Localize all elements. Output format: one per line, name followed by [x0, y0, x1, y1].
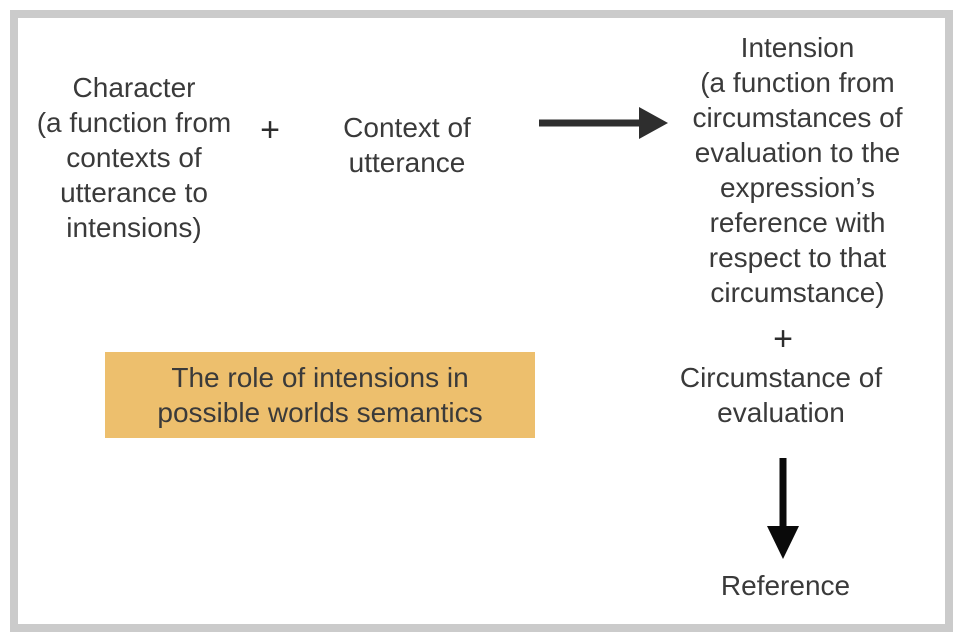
plus-operator-top: + [260, 111, 280, 149]
caption-box: The role of intensions in possible world… [105, 352, 535, 438]
reference-node: Reference [720, 570, 851, 601]
right-arrow-icon [539, 107, 668, 139]
diagram-border-frame [10, 10, 953, 632]
intension-node: Intension (a function from circumstances… [692, 32, 903, 308]
context-of-utterance-node: Context of utterance [343, 112, 471, 178]
character-node: Character (a function from contexts of u… [36, 72, 232, 243]
caption-text: The role of intensions in possible world… [157, 362, 483, 428]
circumstance-of-evaluation-node: Circumstance of evaluation [679, 362, 883, 428]
down-arrow-icon [767, 458, 799, 559]
plus-operator-right: + [773, 320, 793, 358]
